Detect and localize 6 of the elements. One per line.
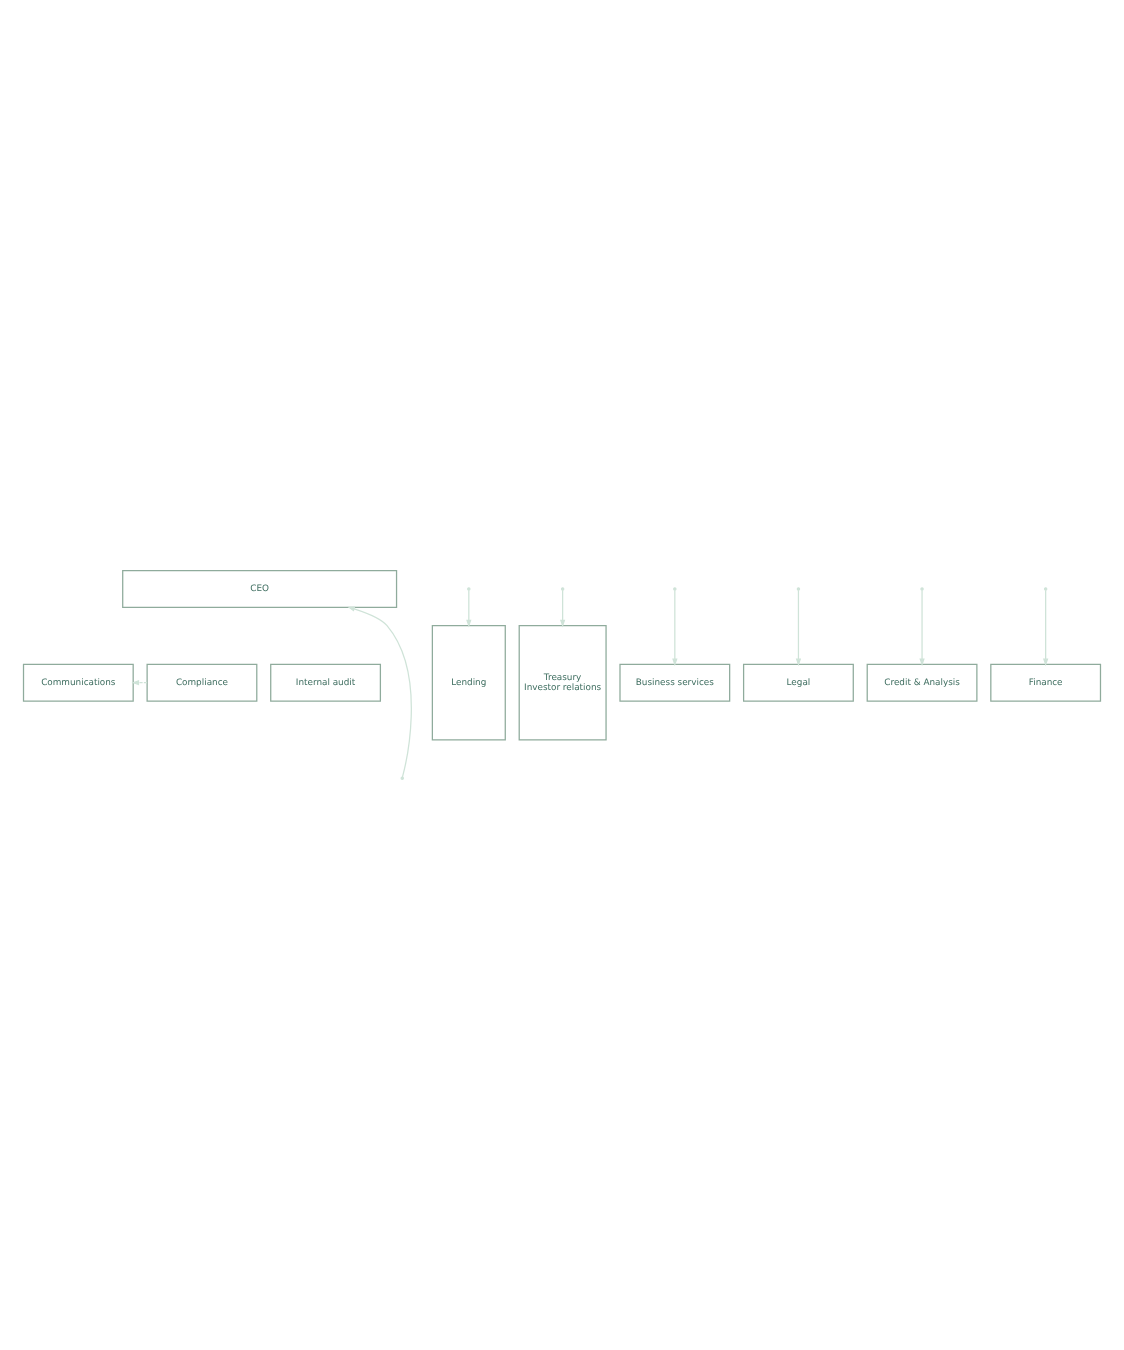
arrow	[795, 589, 802, 667]
arrow	[559, 589, 566, 628]
arrow	[1043, 589, 1049, 667]
arrow	[919, 589, 925, 667]
arrow	[347, 606, 412, 778]
arrow	[131, 680, 148, 686]
